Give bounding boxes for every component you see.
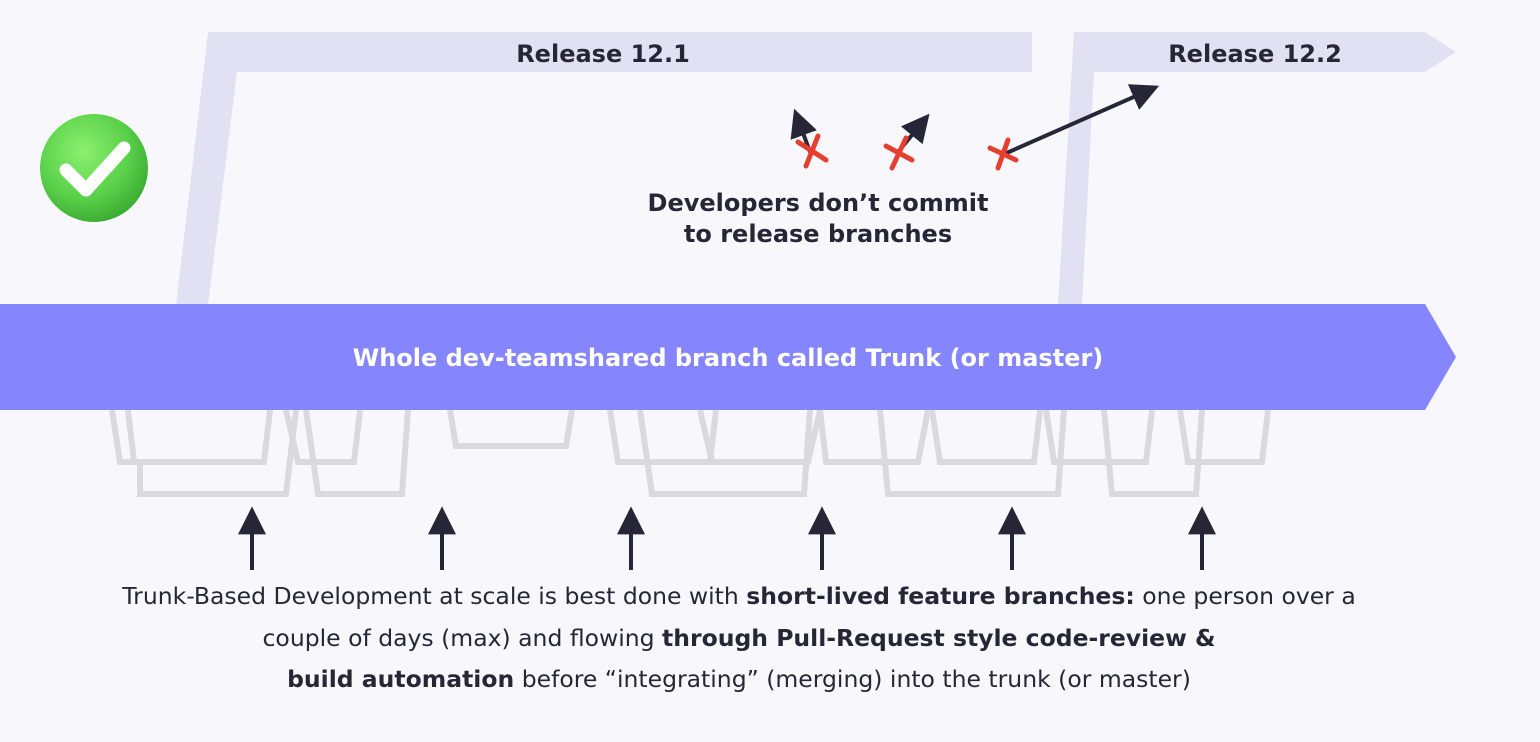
merge-arrows — [238, 506, 1216, 570]
feature-branch — [877, 409, 1067, 497]
cross-icon — [795, 133, 829, 169]
release-12-1-label: Release 12.1 — [516, 40, 690, 68]
blocked-commits — [790, 84, 1160, 171]
cross-icon — [883, 135, 915, 171]
feature-branch — [125, 409, 273, 465]
feature-branch — [637, 409, 813, 497]
feature-branch — [1101, 409, 1205, 497]
caption-text-1: Trunk-Based Development at scale is best… — [122, 582, 747, 610]
commit-arrow — [1001, 84, 1160, 157]
caption-text-2: one person over a couple of days (max) a… — [262, 582, 1356, 652]
check-badge-icon — [40, 114, 148, 222]
feature-branch — [303, 409, 411, 497]
feature-branch — [283, 409, 363, 465]
feature-branches — [109, 409, 1271, 497]
release-commit-note-line-1: Developers don’t commit — [647, 189, 989, 217]
diagram-caption: Trunk-Based Development at scale is best… — [110, 576, 1368, 701]
caption-emphasis-3: build automation — [287, 665, 515, 693]
feature-branch — [1043, 409, 1155, 465]
feature-branch — [817, 409, 931, 465]
release-commit-note: Developers don’t commit to release branc… — [598, 188, 1038, 250]
feature-branch — [109, 409, 299, 497]
caption-emphasis-1: short-lived feature branches: — [746, 582, 1135, 610]
feature-branch — [447, 409, 575, 449]
trunk-label: Whole dev-teamshared branch called Trunk… — [353, 344, 1104, 372]
cross-icon — [987, 137, 1019, 171]
caption-emphasis-2: through Pull-Request style code-review & — [662, 623, 1216, 652]
release-12-2-label: Release 12.2 — [1168, 40, 1342, 68]
feature-branch — [697, 409, 823, 465]
release-branch-12-1: Release 12.1 — [176, 32, 1032, 305]
caption-text-3: before “integrating” (merging) into the … — [514, 665, 1191, 693]
feature-branch — [607, 409, 719, 465]
trunk-branch: Whole dev-teamshared branch called Trunk… — [0, 304, 1456, 410]
release-branch-12-2: Release 12.2 — [1058, 32, 1456, 305]
feature-branch — [929, 409, 1043, 465]
feature-branch — [1177, 409, 1271, 465]
release-commit-note-line-2: to release branches — [683, 220, 953, 248]
